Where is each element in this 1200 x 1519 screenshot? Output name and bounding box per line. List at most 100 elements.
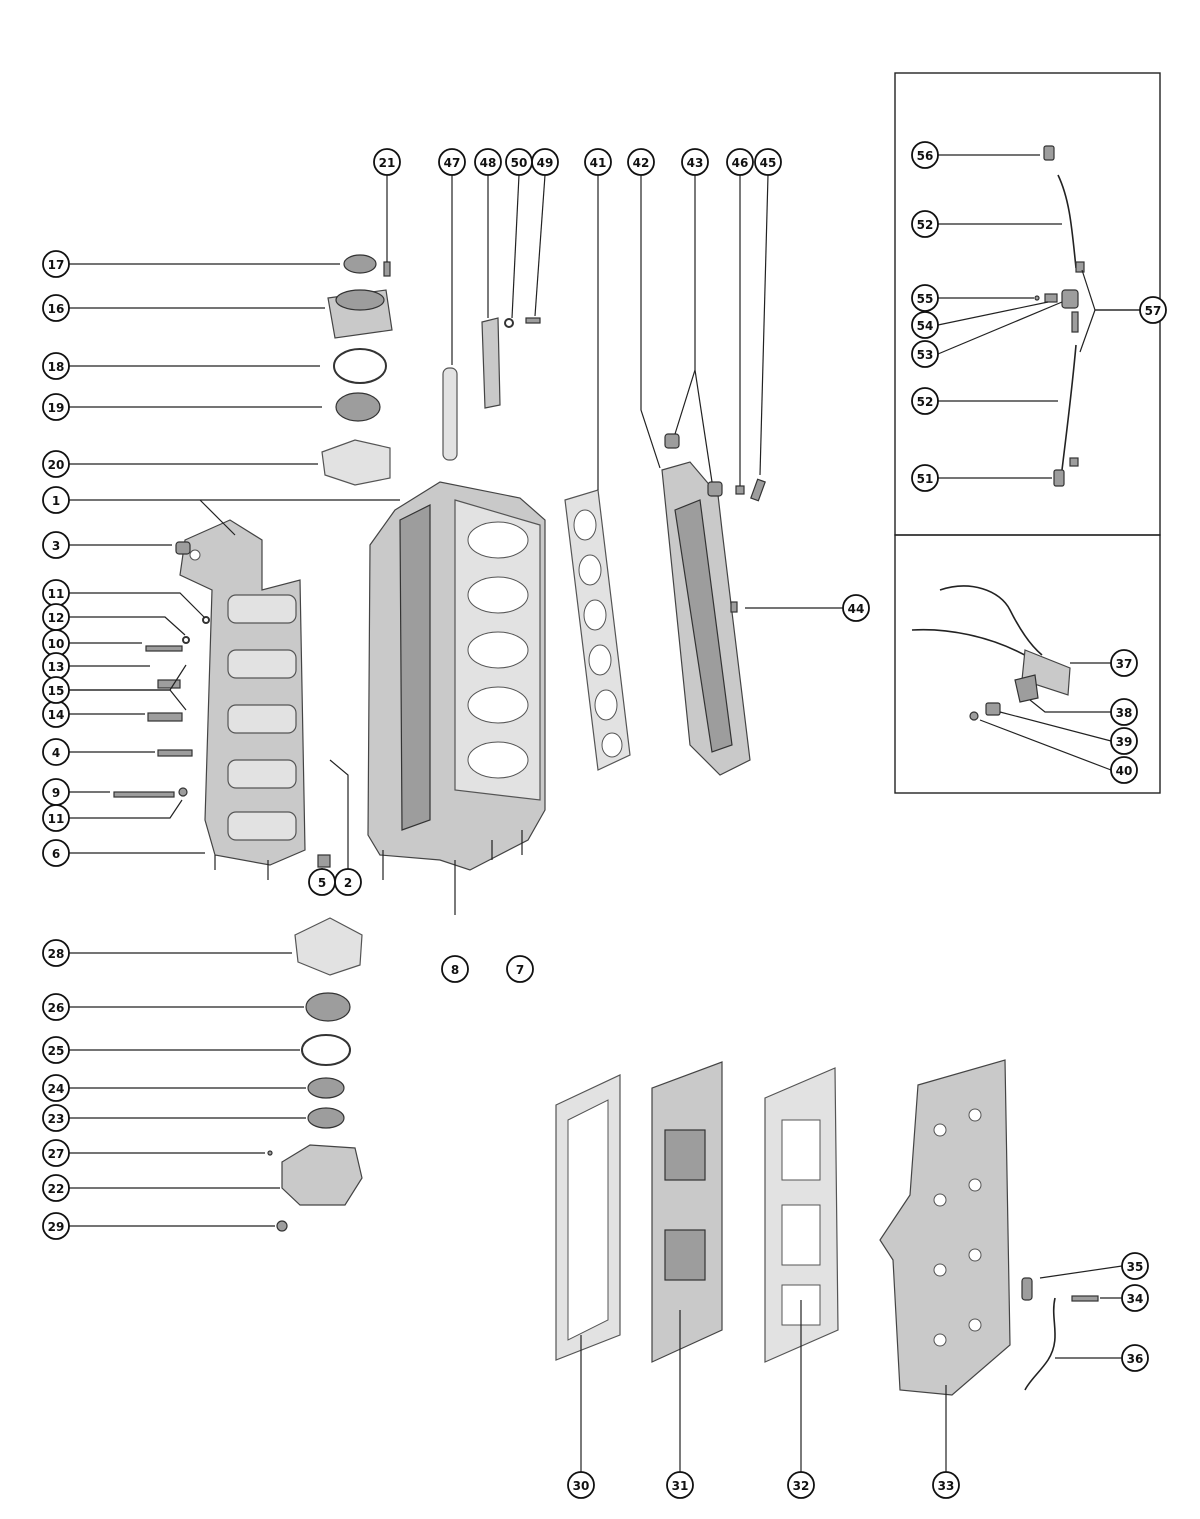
- callout-circle: [1121, 1252, 1149, 1280]
- callout-circle: [308, 868, 336, 896]
- callout-48: 48: [474, 148, 502, 176]
- callout-number: 38: [1116, 706, 1133, 720]
- callout-number: 9: [52, 786, 60, 800]
- callout-circle: [911, 210, 939, 238]
- callout-circle: [42, 352, 70, 380]
- head-gasket: [564, 489, 631, 771]
- callout-circle: [42, 1212, 70, 1240]
- callout-circle: [666, 1471, 694, 1499]
- callout-number: 4: [52, 746, 60, 760]
- callout-circle: [474, 148, 502, 176]
- callout-number: 41: [590, 156, 607, 170]
- callout-number: 32: [793, 1479, 810, 1493]
- callout-circle: [911, 464, 939, 492]
- callout-number: 37: [1116, 657, 1133, 671]
- callout-52a: 52: [911, 210, 939, 238]
- callout-number: 22: [48, 1182, 65, 1196]
- callout-circle: [1139, 296, 1167, 324]
- callout-number: 30: [573, 1479, 590, 1493]
- callout-number: 26: [48, 1001, 65, 1015]
- callout-49: 49: [531, 148, 559, 176]
- callout-circle: [42, 250, 70, 278]
- callout-number: 51: [917, 472, 934, 486]
- callout-15: 15: [42, 676, 70, 704]
- callout-circle: [42, 1174, 70, 1202]
- callout-11b: 11: [42, 804, 70, 832]
- callout-circle: [505, 148, 533, 176]
- callout-circle: [42, 738, 70, 766]
- callout-number: 29: [48, 1220, 65, 1234]
- callout-51: 51: [911, 464, 939, 492]
- callout-number: 11: [48, 812, 65, 826]
- callout-41: 41: [584, 148, 612, 176]
- callout-number: 54: [917, 319, 934, 333]
- callout-30: 30: [567, 1471, 595, 1499]
- callout-circle: [1110, 756, 1138, 784]
- callout-42: 42: [627, 148, 655, 176]
- callout-18: 18: [42, 352, 70, 380]
- callout-layer: 1234567891011111213141516171819202122232…: [42, 141, 1167, 1499]
- callout-circle: [1110, 698, 1138, 726]
- callout-circle: [42, 393, 70, 421]
- callout-circle: [42, 993, 70, 1021]
- callout-47: 47: [438, 148, 466, 176]
- callout-20: 20: [42, 450, 70, 478]
- callout-number: 19: [48, 401, 65, 415]
- callout-circle: [42, 1104, 70, 1132]
- callout-number: 18: [48, 360, 65, 374]
- callout-17: 17: [42, 250, 70, 278]
- callout-circle: [42, 486, 70, 514]
- callout-53: 53: [911, 340, 939, 368]
- callout-number: 1: [52, 494, 60, 508]
- callout-circle: [1121, 1284, 1149, 1312]
- callout-circle: [42, 1139, 70, 1167]
- callout-1: 1: [42, 486, 70, 514]
- callout-number: 52: [917, 395, 934, 409]
- upper-end-cap-stack: [321, 254, 393, 486]
- callout-21: 21: [373, 148, 401, 176]
- callout-number: 3: [52, 539, 60, 553]
- callout-circle: [567, 1471, 595, 1499]
- callout-number: 25: [48, 1044, 65, 1058]
- callout-34: 34: [1121, 1284, 1149, 1312]
- callout-circle: [441, 955, 469, 983]
- callout-number: 10: [48, 637, 65, 651]
- callout-40: 40: [1110, 756, 1138, 784]
- callout-circle: [42, 294, 70, 322]
- callout-circle: [842, 594, 870, 622]
- callout-14: 14: [42, 700, 70, 728]
- callout-number: 5: [318, 876, 326, 890]
- callout-number: 34: [1127, 1292, 1144, 1306]
- sensor-inset-box: [894, 534, 1161, 794]
- callout-57: 57: [1139, 296, 1167, 324]
- callout-13: 13: [42, 652, 70, 680]
- callout-number: 31: [672, 1479, 689, 1493]
- callout-31: 31: [666, 1471, 694, 1499]
- callout-circle: [42, 1074, 70, 1102]
- callout-43: 43: [681, 148, 709, 176]
- callout-22: 22: [42, 1174, 70, 1202]
- cylinder-block: [367, 481, 546, 915]
- callout-circle: [681, 148, 709, 176]
- callout-number: 28: [48, 947, 65, 961]
- callout-12: 12: [42, 603, 70, 631]
- callout-24: 24: [42, 1074, 70, 1102]
- callout-number: 20: [48, 458, 65, 472]
- callout-number: 45: [760, 156, 777, 170]
- callout-39: 39: [1110, 727, 1138, 755]
- callout-number: 48: [480, 156, 497, 170]
- callout-number: 40: [1116, 764, 1133, 778]
- callout-number: 39: [1116, 735, 1133, 749]
- callout-circle: [911, 141, 939, 169]
- callout-number: 24: [48, 1082, 65, 1096]
- callout-36: 36: [1121, 1344, 1149, 1372]
- callout-number: 14: [48, 708, 65, 722]
- callout-27: 27: [42, 1139, 70, 1167]
- callout-number: 17: [48, 258, 65, 272]
- leader-lines: [69, 154, 1140, 1472]
- callout-number: 43: [687, 156, 704, 170]
- callout-circle: [1121, 1344, 1149, 1372]
- callout-number: 11: [48, 587, 65, 601]
- callout-16: 16: [42, 294, 70, 322]
